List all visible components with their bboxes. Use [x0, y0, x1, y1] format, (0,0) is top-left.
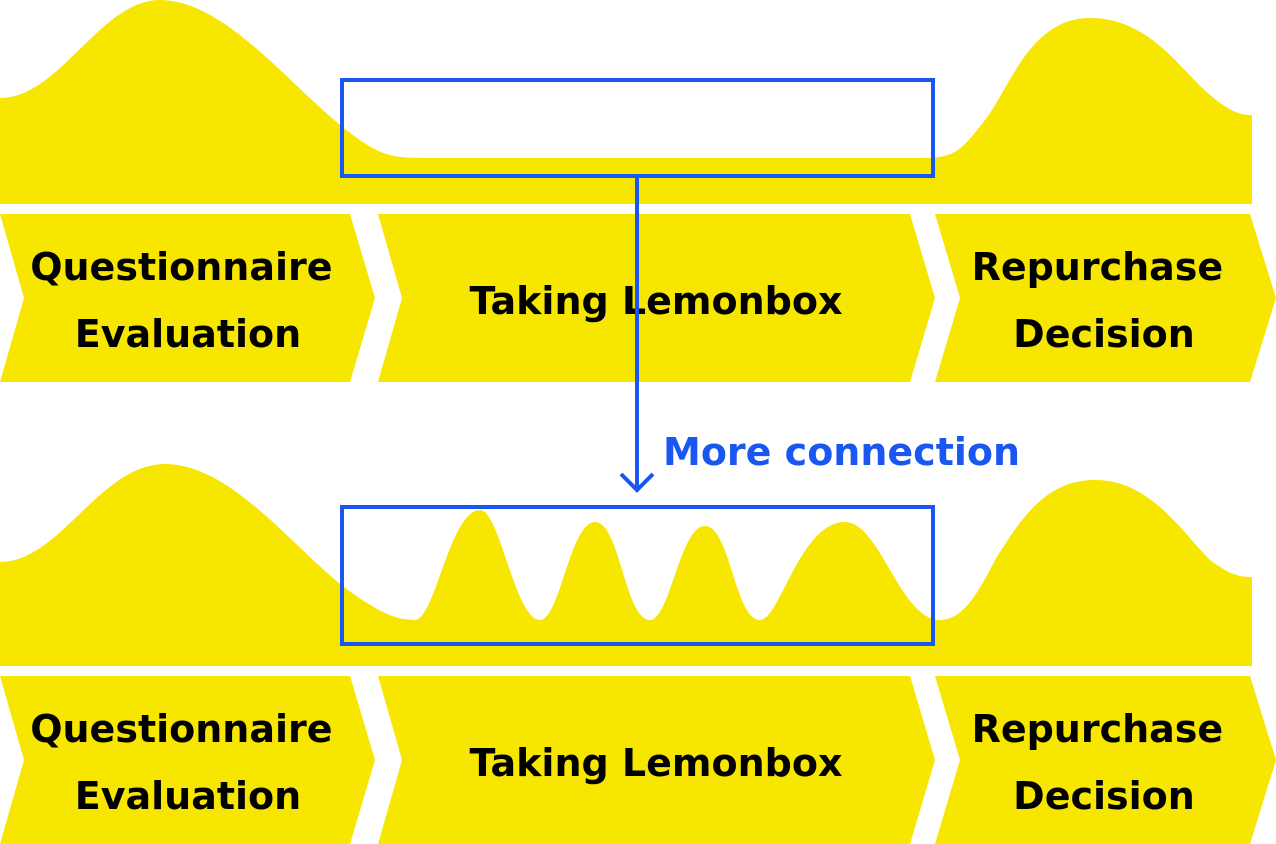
bottom-stage-row: Questionnaire Evaluation Taking Lemonbox… — [0, 676, 1276, 844]
stage-label-line: Decision — [1013, 312, 1195, 356]
stage-label-line: Evaluation — [75, 312, 301, 356]
stage-label-line: Repurchase — [972, 245, 1224, 289]
more-connection-label: More connection — [663, 430, 1020, 474]
stage-chevron-repurchase — [935, 214, 1276, 382]
stage-label-taking-lemonbox: Taking Lemonbox — [469, 279, 842, 323]
top-engagement-curve — [0, 0, 1252, 204]
bottom-engagement-curve — [0, 464, 1252, 666]
stage-label-line: Taking Lemonbox — [469, 741, 842, 785]
stage-label-taking-lemonbox: Taking Lemonbox — [469, 741, 842, 785]
stage-chevron-questionnaire — [0, 214, 375, 382]
stage-label-line: Decision — [1013, 774, 1195, 818]
stage-chevron-repurchase — [935, 676, 1276, 844]
stage-label-line: Questionnaire — [30, 245, 332, 289]
stage-label-line: Repurchase — [972, 707, 1224, 751]
stage-label-line: Evaluation — [75, 774, 301, 818]
stage-chevron-questionnaire — [0, 676, 375, 844]
stage-label-line: Questionnaire — [30, 707, 332, 751]
stage-label-line: Taking Lemonbox — [469, 279, 842, 323]
